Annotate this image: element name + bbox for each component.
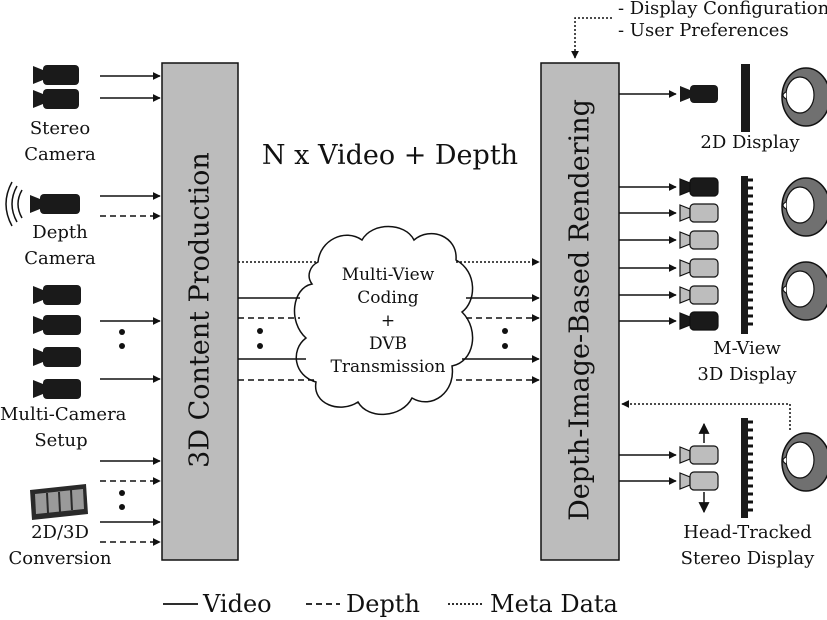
depth-camera-label: Depth Camera xyxy=(5,220,115,272)
viewer-head-icon xyxy=(781,67,827,127)
multi-label-line-2: Setup xyxy=(34,430,88,451)
viewer-head-icon xyxy=(781,432,827,492)
cloud-line-5: Transmission xyxy=(330,357,446,377)
conversion-label-line-1: 2D/3D xyxy=(31,522,89,543)
legend-meta-label: Meta Data xyxy=(490,590,618,618)
multi-label-line-1: Multi-Camera xyxy=(0,404,127,425)
2d-display-camera-icon xyxy=(680,85,718,103)
dibr-label: Depth-Image-Based Rendering xyxy=(564,99,596,521)
head-tracked-label-line-2: Stereo Display xyxy=(680,548,815,569)
content-production-block xyxy=(161,62,239,561)
legend-depth-label: Depth xyxy=(346,590,420,618)
cloud-label: Multi-View Coding + DVB Transmission xyxy=(318,264,458,379)
head-tracked-screen xyxy=(741,418,753,518)
2d-display-screen xyxy=(741,64,750,132)
stereo-arrows xyxy=(100,72,161,102)
ellipsis-dots xyxy=(119,328,508,510)
film-strip-icon xyxy=(30,484,88,520)
transmission-links-left xyxy=(238,261,318,381)
metadata-feedback-headtracking xyxy=(621,400,791,430)
m-view-label-line-2: 3D Display xyxy=(697,364,797,385)
meta-inputs-label: - Display Configuration - User Preferenc… xyxy=(618,0,827,42)
head-tracked-arrows xyxy=(619,451,677,485)
viewer-head-icon xyxy=(781,261,827,321)
meta-input-line-2: - User Preferences xyxy=(618,20,789,41)
content-production-label: 3D Content Production xyxy=(184,152,216,468)
depth-camera-arrows xyxy=(100,192,161,220)
dibr-block xyxy=(540,62,620,561)
cloud-line-3: + xyxy=(380,311,396,331)
head-tracked-display-label: Head-Tracked Stereo Display xyxy=(670,520,825,572)
stereo-label-line-1: Stereo xyxy=(29,118,91,139)
head-tracked-camera-icons xyxy=(679,445,719,491)
conversion-arrows xyxy=(100,457,161,546)
2d-display-label-line-1: 2D Display xyxy=(700,132,800,153)
stereo-label-line-2: Camera xyxy=(24,144,96,165)
m-view-screen xyxy=(741,176,753,334)
m-view-camera-icons xyxy=(679,177,719,331)
center-label: N x Video + Depth xyxy=(261,140,519,171)
meta-input-line-1: - Display Configuration xyxy=(618,0,827,19)
transmission-cloud xyxy=(293,225,474,416)
multi-camera-arrows xyxy=(100,317,161,383)
cloud-line-1: Multi-View xyxy=(341,265,435,285)
depth-label-line-2: Camera xyxy=(24,248,96,269)
cloud-line-2: Coding xyxy=(357,288,419,308)
depth-label-line-1: Depth xyxy=(32,222,88,243)
conversion-label-line-2: Conversion xyxy=(8,548,112,569)
viewer-head-icon xyxy=(781,177,827,237)
transmission-links-right xyxy=(456,258,540,384)
stereo-camera-icon xyxy=(33,65,79,109)
cloud-line-4: DVB xyxy=(368,334,408,354)
depth-camera-icon xyxy=(5,181,80,227)
stereo-camera-label: Stereo Camera xyxy=(5,116,115,168)
m-view-label-line-1: M-View xyxy=(713,338,781,359)
head-tracked-label-line-1: Head-Tracked xyxy=(683,522,812,543)
legend-video-label: Video xyxy=(203,590,272,618)
m-view-arrows xyxy=(619,183,677,325)
2d-display-label: 2D Display xyxy=(680,130,820,156)
metadata-feedback-top xyxy=(571,17,612,59)
multi-camera-label: Multi-Camera Setup xyxy=(0,402,127,454)
multi-camera-icon xyxy=(33,285,81,399)
m-view-display-label: M-View 3D Display xyxy=(672,336,822,388)
conversion-label: 2D/3D Conversion xyxy=(5,520,115,572)
